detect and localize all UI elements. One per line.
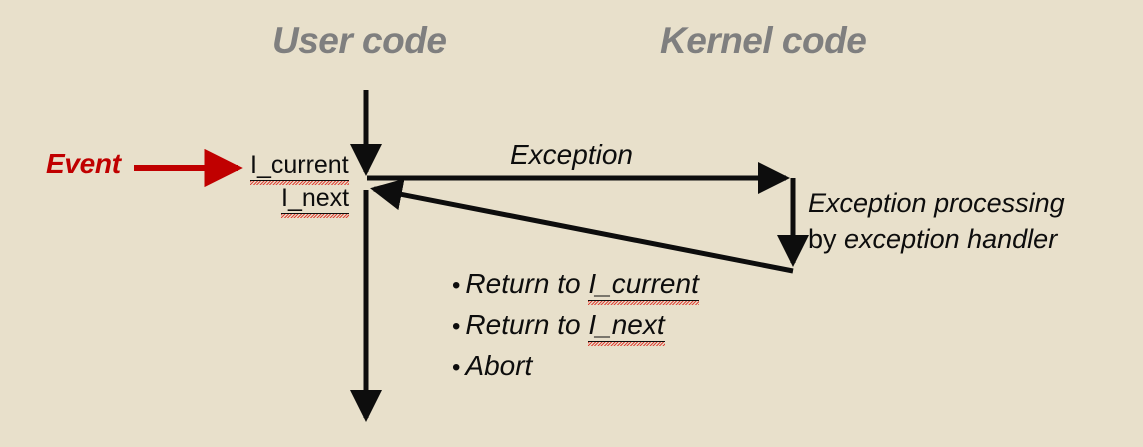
event-label: Event <box>46 148 121 179</box>
spellcheck-squiggle-icon <box>588 342 665 346</box>
processing-caption-line2-prefix: by <box>808 224 845 255</box>
list-item-label: Return to I_current <box>465 268 699 305</box>
list-item: • Return to I_next <box>452 309 699 346</box>
list-item-target: I_current <box>588 268 699 305</box>
spellcheck-squiggle-icon <box>250 181 349 185</box>
list-item-target: I_next <box>588 309 665 346</box>
return-options-list: • Return to I_current • Return to I_next… <box>452 268 699 391</box>
spellcheck-squiggle-icon <box>588 301 699 305</box>
bullet-icon: • <box>452 272 461 299</box>
spellcheck-squiggle-icon <box>281 214 350 218</box>
processing-caption-line2-handler: exception handler <box>844 224 1058 255</box>
exception-arrow-label: Exception <box>510 139 633 170</box>
list-item-label: Return to I_next <box>465 309 665 346</box>
instruction-label-current: I_current <box>250 151 349 185</box>
column-heading-kernel-code: Kernel code <box>660 20 867 61</box>
list-item-label: Abort <box>465 350 533 381</box>
instruction-current-text: I_current <box>250 151 349 185</box>
exception-processing-caption: Exception processing by exception handle… <box>808 185 1065 257</box>
processing-caption-line2: by exception handler <box>808 221 1065 257</box>
instruction-label-next: I_next <box>281 184 350 218</box>
list-item: • Return to I_current <box>452 268 699 305</box>
bullet-icon: • <box>452 354 461 381</box>
return-arrow <box>370 178 794 274</box>
column-heading-user-code: User code <box>272 20 447 61</box>
bullet-icon: • <box>452 313 461 340</box>
processing-caption-line1: Exception processing <box>808 188 1065 218</box>
instruction-next-text: I_next <box>281 184 350 218</box>
list-item: • Abort <box>452 350 699 382</box>
